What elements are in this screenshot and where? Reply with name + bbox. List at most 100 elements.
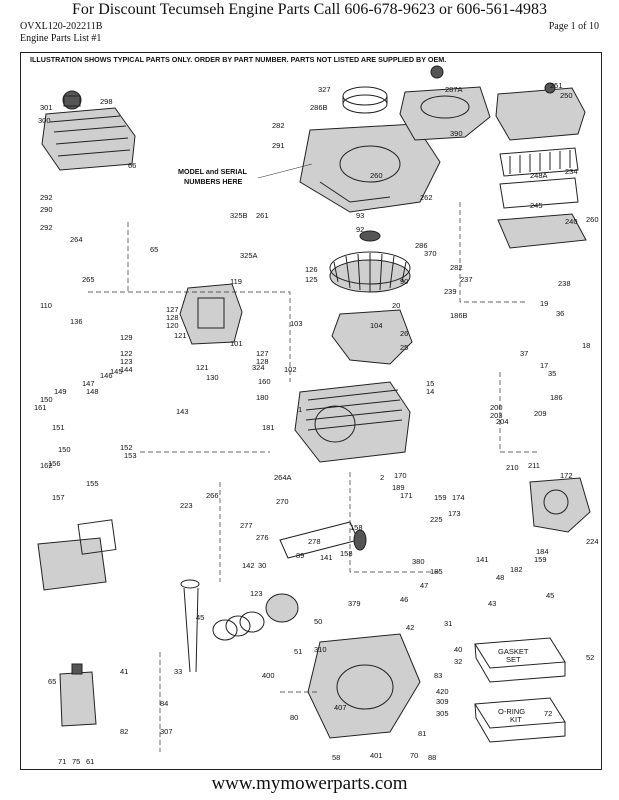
part-number-label: 2 [380, 473, 384, 482]
part-number-label: 282 [450, 263, 463, 272]
crankshaft [279, 521, 367, 559]
part-number-label: 90 [400, 277, 408, 286]
part-number-label: 250 [560, 91, 573, 100]
part-number-label: 83 [434, 671, 442, 680]
part-number-label: 264 [70, 235, 83, 244]
part-number-label: 121 [174, 331, 187, 340]
part-number-label: 25 [400, 343, 408, 352]
part-number-label: 110 [40, 301, 52, 310]
part-number-label: 211 [528, 461, 540, 470]
part-number-label: 172 [560, 471, 573, 480]
part-number-label: 189 [392, 483, 405, 492]
part-number-label: 158 [350, 523, 363, 532]
part-number-label: 127 [166, 305, 179, 314]
part-number-label: 145 [110, 367, 123, 376]
part-number-label: 136 [70, 317, 83, 326]
part-number-label: 1 [298, 405, 302, 414]
part-number-label: 41 [120, 667, 128, 676]
part-number-label: 126 [305, 265, 318, 274]
part-number-label: 277 [240, 521, 253, 530]
part-number-label: 101 [230, 339, 243, 348]
part-number-label: 327 [318, 85, 331, 94]
piston-and-rings [212, 593, 299, 641]
part-number-label: 129 [120, 333, 133, 342]
part-number-label: 159 [534, 555, 547, 564]
part-number-label: 170 [394, 471, 407, 480]
part-number-label: 89 [296, 551, 304, 560]
part-number-label: 265 [82, 275, 95, 284]
part-number-label: 141 [320, 553, 333, 562]
part-number-label: 260 [370, 171, 383, 180]
part-number-label: 171 [400, 491, 413, 500]
part-number-label: 185 [430, 567, 443, 576]
oring-kit-label: O-RING [498, 707, 525, 716]
part-number-label: 88 [428, 753, 436, 762]
part-number-label: 278 [308, 537, 321, 546]
part-number-label: 291 [272, 141, 285, 150]
part-number-label: 51 [294, 647, 302, 656]
air-cleaner-cover [495, 82, 586, 141]
part-number-label: 225 [430, 515, 443, 524]
part-number-label: 143 [176, 407, 189, 416]
part-number-label: 325A [240, 251, 258, 260]
part-number-label: 65 [48, 677, 56, 686]
part-number-label: 80 [290, 713, 298, 722]
page-title: For Discount Tecumseh Engine Parts Call … [72, 1, 547, 18]
part-number-label: 71 [58, 757, 66, 766]
part-number-label: 81 [418, 729, 426, 738]
part-number-label: 390 [450, 129, 463, 138]
part-number-label: 153 [124, 451, 137, 460]
part-number-label: 32 [454, 657, 462, 666]
part-number-label: 66 [128, 161, 136, 170]
flywheel [329, 230, 411, 293]
part-number-label: 75 [72, 757, 80, 766]
part-number-label: 237 [460, 275, 473, 284]
part-number-label: 245 [530, 201, 543, 210]
part-number-label: 400 [262, 671, 275, 680]
part-number-label: 142 [242, 561, 255, 570]
part-number-label: 186 [550, 393, 563, 402]
oring-kit-box: O-RING KIT [474, 697, 566, 743]
part-number-label: 46 [400, 595, 408, 604]
part-number-label: 162 [40, 461, 53, 470]
part-number-label: 209 [534, 409, 547, 418]
part-number-label: 58 [332, 753, 340, 762]
engine-block [294, 381, 411, 463]
part-number-label: 266 [206, 491, 219, 500]
part-number-label: 141 [476, 555, 489, 564]
part-number-label: 125 [305, 275, 318, 284]
part-number-label: 264A [274, 473, 292, 482]
part-number-label: 47 [420, 581, 428, 590]
part-number-label: 262 [420, 193, 433, 202]
part-number-label: 174 [452, 493, 465, 502]
dipstick-tube [180, 579, 200, 673]
part-number-label: 251 [550, 81, 563, 90]
part-number-label: 180 [256, 393, 269, 402]
part-number-label: 92 [356, 225, 364, 234]
part-number-label: 103 [290, 319, 303, 328]
part-number-label: 150 [58, 445, 71, 454]
part-number-label: 300 [38, 116, 51, 125]
part-number-label: 224 [586, 537, 599, 546]
part-number-label: 159 [434, 493, 447, 502]
part-number-label: 184 [536, 547, 549, 556]
part-number-label: 70 [410, 751, 418, 760]
part-number-label: 182 [510, 565, 523, 574]
part-number-label: 43 [488, 599, 496, 608]
part-number-label: 17 [540, 361, 548, 370]
part-number-label: 30 [258, 561, 266, 570]
part-number-label: 234 [565, 167, 578, 176]
part-number-label: 18 [582, 341, 590, 350]
part-number-label: 37 [520, 349, 528, 358]
part-number-label: 325B [230, 211, 248, 220]
part-number-label: 282 [272, 121, 285, 130]
part-number-label: 50 [314, 617, 322, 626]
part-number-label: 36 [556, 309, 564, 318]
part-number-label: 286 [415, 241, 428, 250]
part-number-label: 52 [586, 653, 594, 662]
part-number-label: 40 [454, 645, 462, 654]
part-number-label: 151 [52, 423, 65, 432]
part-number-label: 204 [496, 417, 509, 426]
part-number-label: 33 [174, 667, 182, 676]
part-number-label: 186B [450, 311, 468, 320]
